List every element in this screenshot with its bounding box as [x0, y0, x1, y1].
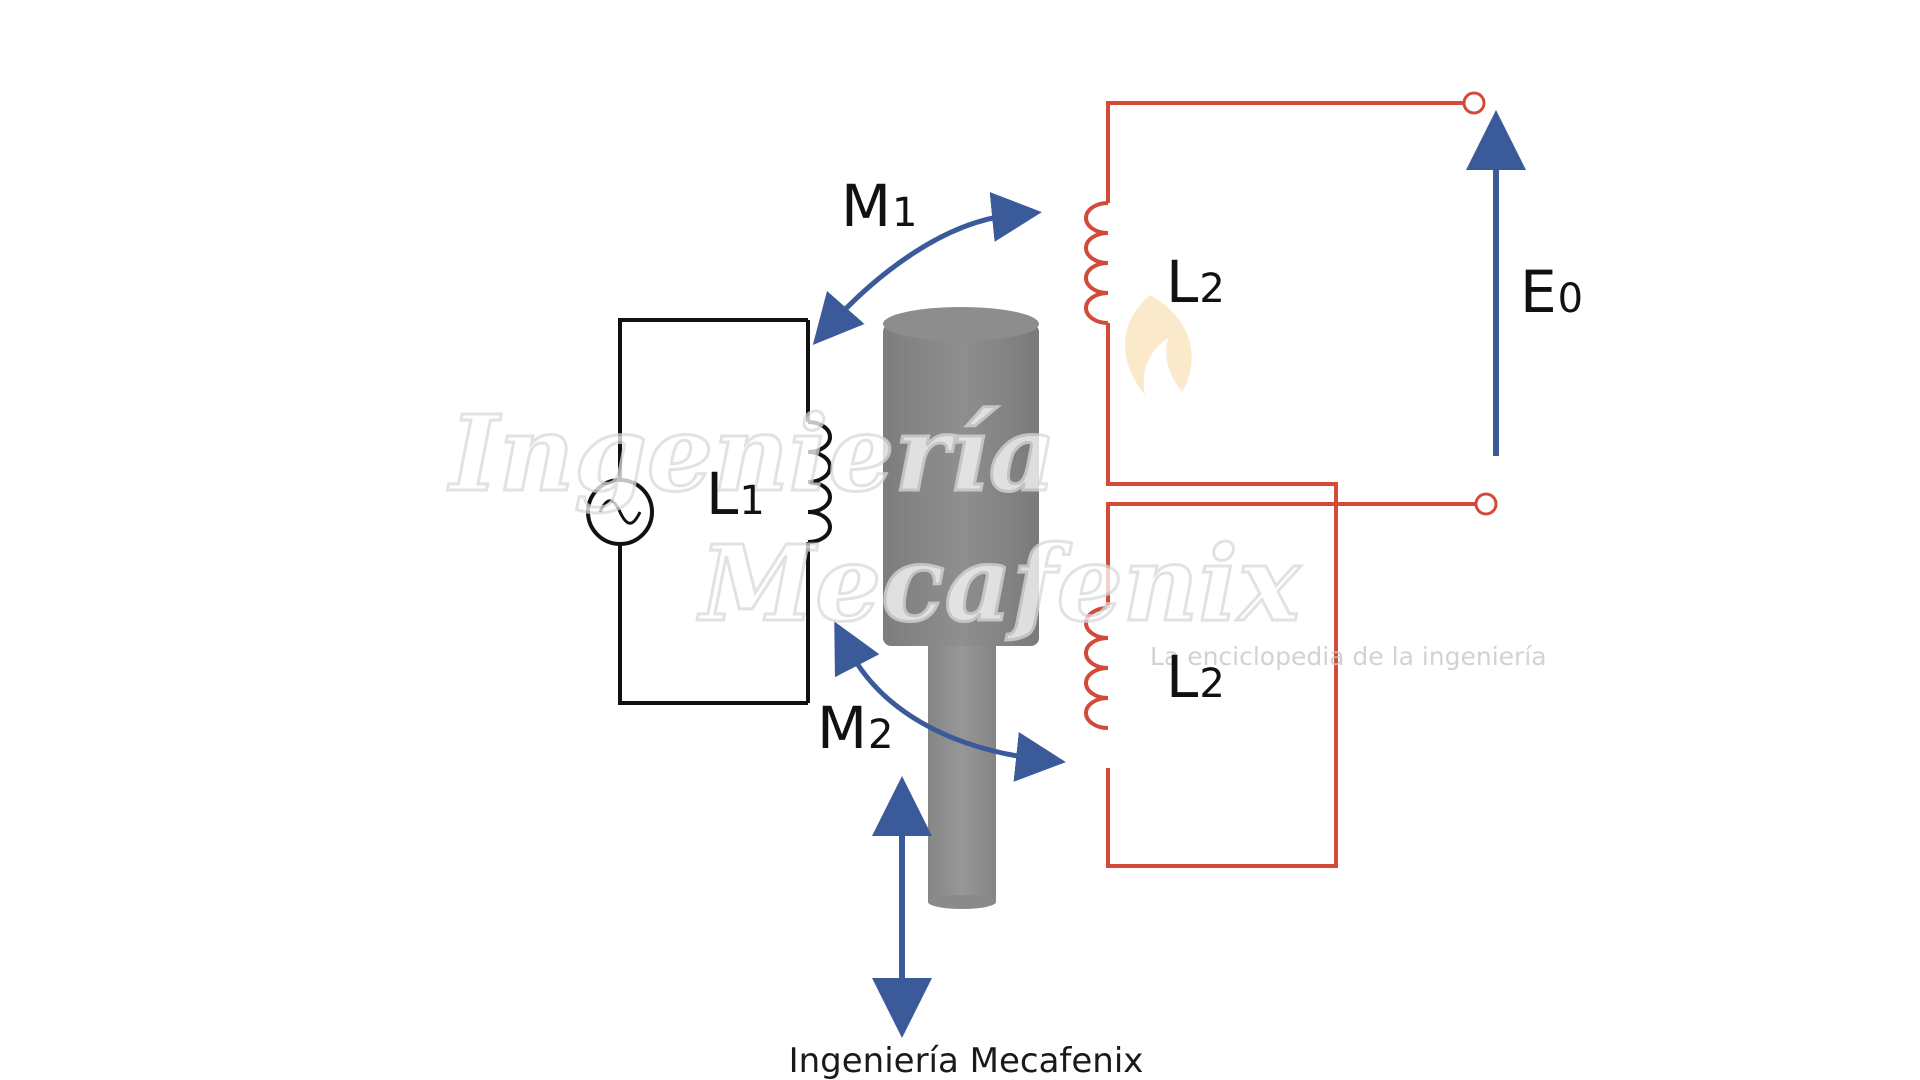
label-l2-top: L2 — [1166, 248, 1225, 316]
core-rod-end — [928, 895, 996, 909]
output-terminal-top — [1462, 91, 1486, 115]
label-l2-bottom: L2 — [1166, 643, 1225, 711]
secondary-coil-top — [1084, 201, 1109, 325]
labels: L1 L2 L2 M1 M2 E0 Ingeniería Mecafenix — [706, 172, 1583, 1080]
watermark-line2: Mecafenix — [697, 522, 1301, 645]
secondary-circuit — [1084, 91, 1498, 868]
flame-logo-icon — [1125, 295, 1192, 395]
label-m2: M2 — [817, 694, 894, 762]
core-cylinder — [883, 324, 1039, 646]
primary-circuit — [586, 318, 832, 705]
secondary-series-wire — [1106, 323, 1338, 868]
m1-arrow — [812, 192, 1042, 346]
secondary-bottom-wire — [1106, 502, 1480, 608]
secondary-coil-bottom — [1084, 606, 1109, 730]
watermark-line1: Ingeniería — [447, 392, 1056, 515]
watermark-tagline: La enciclopedia de la ingeniería — [1150, 642, 1547, 671]
primary-coil — [807, 420, 832, 544]
label-l1: L1 — [706, 460, 765, 528]
caption: Ingeniería Mecafenix — [789, 1041, 1144, 1080]
m2-arrow — [834, 621, 1066, 782]
secondary-top-wire — [1106, 101, 1472, 203]
core-rod — [928, 640, 996, 902]
label-e0: E0 — [1520, 258, 1583, 326]
output-terminal-bottom — [1474, 492, 1498, 516]
sine-wave-icon — [598, 499, 642, 525]
watermark: Ingeniería Mecafenix La enciclopedia de … — [446, 295, 1547, 671]
arrows — [812, 110, 1526, 1038]
label-m1: M1 — [841, 172, 918, 240]
core-top — [883, 307, 1039, 341]
